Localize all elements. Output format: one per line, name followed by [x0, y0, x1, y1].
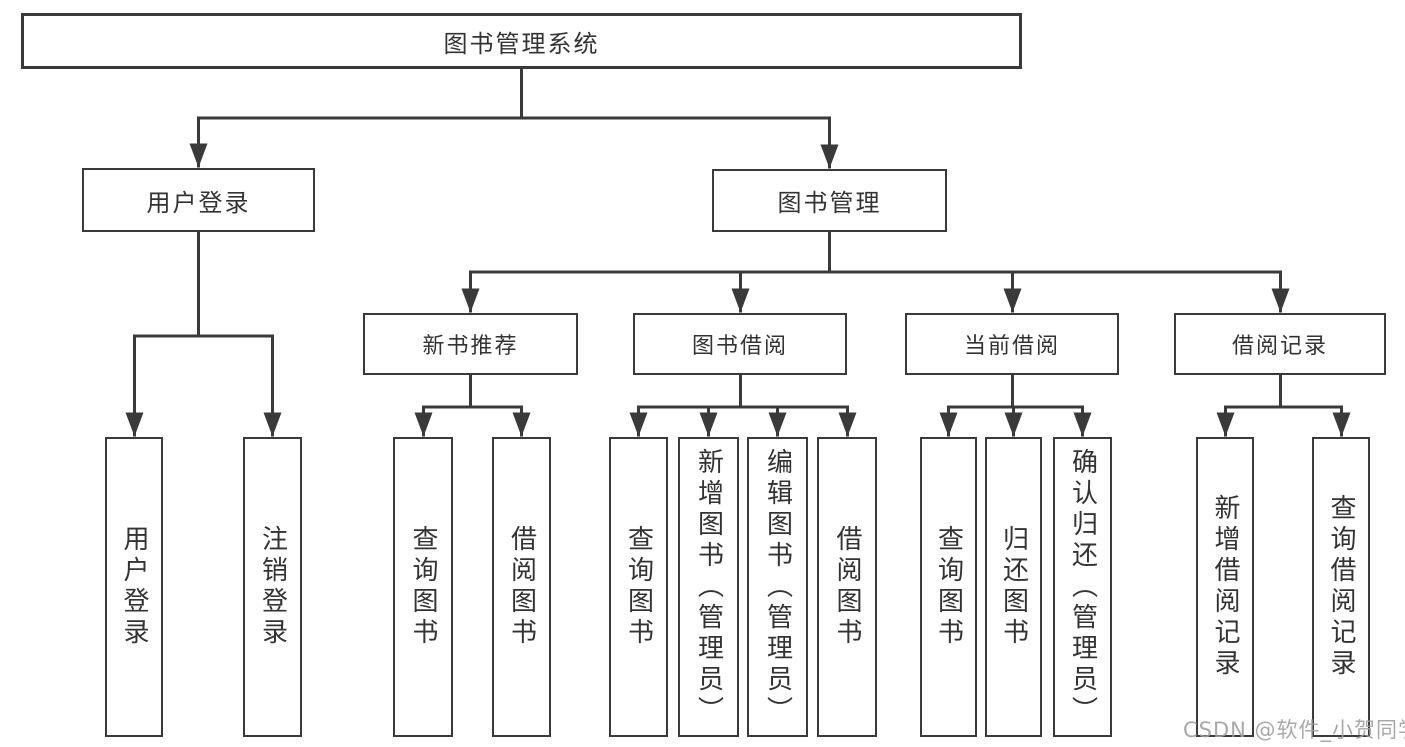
- node-label: 查询图书: [408, 525, 438, 649]
- leaf-edit-books-admin: 编辑图书（管理员）: [747, 437, 808, 737]
- node-new-book-recommend: 新书推荐: [363, 313, 578, 375]
- node-book-borrowing: 图书借阅: [633, 313, 847, 375]
- leaf-add-borrow-record: 新增借阅记录: [1196, 437, 1254, 737]
- node-borrowing-records: 借阅记录: [1174, 313, 1386, 375]
- connector-book-management-trunk: [469, 230, 1282, 274]
- node-label: 编辑图书（管理员）: [762, 447, 793, 727]
- connector-new-book-trunk: [422, 373, 523, 409]
- node-label: 查询图书: [623, 525, 654, 649]
- connector-root-trunk: [197, 67, 831, 120]
- leaf-query-books-recommend: 查询图书: [393, 437, 453, 737]
- leaf-confirm-return-admin: 确认归还（管理员）: [1053, 437, 1112, 737]
- csdn-watermark: CSDN @软件_小贺同学: [1183, 718, 1405, 742]
- node-label: 借阅记录: [1231, 334, 1328, 359]
- node-library-management-system: 图书管理系统: [21, 13, 1022, 69]
- leaf-borrow-books: 借阅图书: [817, 437, 877, 737]
- node-label: 确认归还（管理员）: [1067, 447, 1098, 727]
- node-label: 新书推荐: [422, 334, 519, 359]
- node-label: 用户登录: [146, 188, 251, 217]
- node-label: 当前借阅: [963, 334, 1060, 359]
- connector-book-borrow-trunk: [637, 373, 849, 409]
- node-label: 借阅图书: [506, 525, 537, 649]
- node-book-management: 图书管理: [712, 169, 947, 232]
- leaf-borrow-books-recommend: 借阅图书: [492, 437, 551, 737]
- node-label: 查询图书: [933, 525, 964, 649]
- leaf-logout: 注销登录: [243, 437, 302, 737]
- connector-user-login-trunk: [133, 230, 274, 338]
- node-label: 归还图书: [998, 525, 1029, 649]
- leaf-query-books-borrowing: 查询图书: [609, 437, 668, 737]
- node-label: 图书管理: [777, 189, 882, 217]
- node-current-borrowing: 当前借阅: [905, 313, 1119, 375]
- node-label: 用户登录: [119, 525, 149, 649]
- connector-current-borrow-trunk: [947, 373, 1084, 409]
- node-user-login: 用户登录: [82, 168, 315, 232]
- node-label: 查询借阅记录: [1326, 494, 1356, 680]
- node-label: 注销登录: [257, 525, 288, 649]
- node-label: 借阅图书: [832, 525, 862, 649]
- leaf-user-login: 用户登录: [105, 437, 163, 737]
- leaf-add-books-admin: 新增图书（管理员）: [678, 437, 739, 737]
- node-label: 图书管理系统: [443, 29, 600, 58]
- node-label: 新增图书（管理员）: [693, 447, 724, 727]
- leaf-query-borrow-record: 查询借阅记录: [1312, 437, 1370, 737]
- node-label: 图书借阅: [691, 334, 788, 359]
- node-label: 新增借阅记录: [1210, 494, 1240, 680]
- leaf-query-books-current: 查询图书: [920, 437, 977, 737]
- leaf-return-books: 归还图书: [985, 437, 1042, 737]
- connector-borrow-record-trunk: [1224, 373, 1343, 409]
